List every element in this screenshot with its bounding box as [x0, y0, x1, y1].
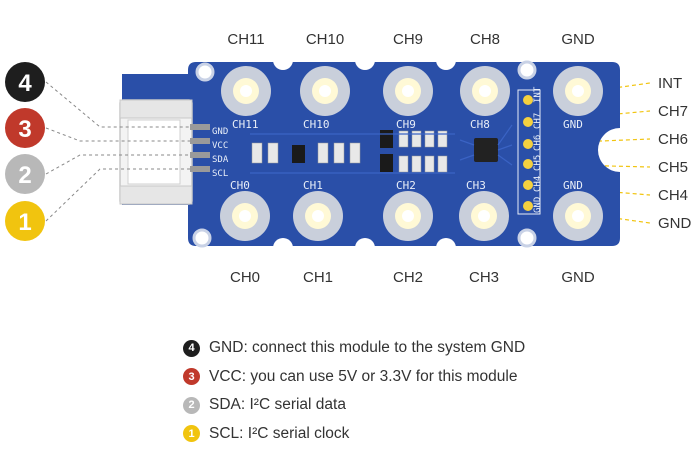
header-silk-labels: INT CH7 CH6 CH5 CH4 GND — [533, 86, 543, 213]
right-leader-lines — [527, 82, 651, 224]
silk-connector-sda: SDA — [212, 155, 229, 165]
silk-header-ch7: CH7 — [533, 113, 543, 129]
grove-connector — [119, 99, 210, 205]
pad-ch11 — [221, 66, 271, 116]
header-pin-ch7 — [523, 117, 533, 127]
pad-ch3 — [459, 191, 509, 241]
header-pin-int — [523, 95, 533, 105]
pad-ch8 — [460, 66, 510, 116]
legend-item-vcc: 3 VCC: you can use 5V or 3.3V for this m… — [183, 363, 525, 392]
mount-hole-bl — [192, 228, 212, 248]
pcb-traces — [250, 124, 513, 174]
legend-text: SCL: I²C serial clock — [209, 424, 350, 442]
legend-item-scl: 1 SCL: I²C serial clock — [183, 420, 525, 449]
bottom-label-ch0: CH0 — [230, 269, 260, 286]
legend-badge: 3 — [183, 368, 200, 386]
silk-connector-vcc: VCC — [212, 141, 228, 151]
legend-text: GND: connect this module to the system G… — [209, 339, 526, 357]
svg-text:4: 4 — [18, 70, 32, 97]
top-label-gnd: GND — [561, 31, 595, 48]
legend-badge: 1 — [183, 425, 200, 443]
right-label-ch7: CH7 — [658, 103, 688, 120]
pad-gnd-top — [553, 66, 603, 116]
header-pin-gnd — [523, 201, 533, 211]
smd-components — [251, 130, 498, 173]
silk-ch8: CH8 — [470, 118, 490, 131]
bottom-label-ch1: CH1 — [303, 269, 333, 286]
pad-ch2 — [383, 191, 433, 241]
silk-header-gnd: GND — [533, 197, 543, 213]
pin-leader-lines — [45, 81, 190, 222]
top-label-ch11: CH11 — [227, 31, 264, 48]
pad-ch1 — [293, 191, 343, 241]
top-label-ch9: CH9 — [393, 31, 423, 48]
header-pin-ch6 — [523, 139, 533, 149]
top-label-ch10: CH10 — [306, 31, 344, 48]
mount-hole-br — [517, 228, 537, 248]
touch-pads — [220, 66, 603, 241]
right-label-ch4: CH4 — [658, 187, 688, 204]
silk-ch2: CH2 — [396, 179, 416, 192]
header-pin-ch4 — [523, 180, 533, 190]
silk-ch11: CH11 — [232, 118, 259, 131]
silk-gnd-bottom: GND — [563, 179, 583, 192]
legend-badge: 4 — [183, 339, 200, 357]
pad-ch9 — [383, 66, 433, 116]
legend-badge: 2 — [183, 396, 200, 414]
right-header — [517, 89, 541, 215]
pin-legend: 4 GND: connect this module to the system… — [183, 334, 525, 448]
silk-connector-gnd: GND — [212, 127, 228, 137]
pad-ch10 — [300, 66, 350, 116]
bottom-label-ch2: CH2 — [393, 269, 423, 286]
pad-ch0 — [220, 191, 270, 241]
legend-text: VCC: you can use 5V or 3.3V for this mod… — [209, 367, 518, 385]
right-label-gnd: GND — [658, 215, 692, 232]
silk-header-ch6: CH6 — [533, 135, 543, 151]
bottom-label-gnd: GND — [561, 269, 595, 286]
pin-badge-2: 2 — [5, 154, 45, 194]
right-label-ch5: CH5 — [658, 159, 688, 176]
svg-text:1: 1 — [18, 209, 31, 236]
right-label-int: INT — [658, 75, 682, 92]
mount-hole-tr — [517, 60, 537, 80]
pin-badge-1: 1 — [5, 201, 45, 241]
pin-badge-3: 3 — [5, 108, 45, 148]
silk-gnd-top: GND — [563, 118, 583, 131]
header-pin-ch5 — [523, 159, 533, 169]
legend-text: SDA: I²C serial data — [209, 396, 346, 414]
svg-text:2: 2 — [18, 162, 31, 189]
silk-header-int: INT — [533, 86, 543, 103]
silk-connector-scl: SCL — [212, 169, 228, 179]
legend-item-gnd: 4 GND: connect this module to the system… — [183, 334, 525, 363]
bottom-label-ch3: CH3 — [469, 269, 499, 286]
board-notches — [273, 50, 456, 258]
svg-text:3: 3 — [18, 116, 31, 143]
mount-hole-tl — [195, 62, 215, 82]
silk-ch3: CH3 — [466, 179, 486, 192]
silk-ch10: CH10 — [303, 118, 330, 131]
pad-gnd-bottom — [553, 191, 603, 241]
silk-ch0: CH0 — [230, 179, 250, 192]
right-label-ch6: CH6 — [658, 131, 688, 148]
silk-ch1: CH1 — [303, 179, 323, 192]
legend-item-sda: 2 SDA: I²C serial data — [183, 391, 525, 420]
silk-header-ch5: CH5 — [533, 155, 543, 171]
silk-ch9: CH9 — [396, 118, 416, 131]
silk-header-ch4: CH4 — [533, 176, 543, 192]
pin-badge-4: 4 — [5, 62, 45, 102]
top-label-ch8: CH8 — [470, 31, 500, 48]
